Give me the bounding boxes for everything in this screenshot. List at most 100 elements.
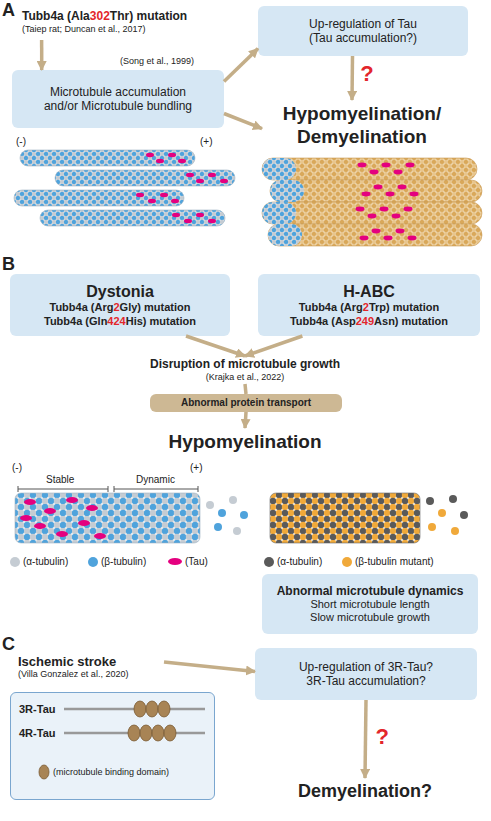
connector-arrow [224, 114, 262, 129]
node-text: (microtubule binding domain) [53, 767, 169, 778]
text-run: His) mutation [126, 315, 196, 327]
transport-box: Abnormal protein transport [150, 394, 342, 412]
text-run: Abnormal protein transport [181, 397, 311, 408]
process-box: Up-regulation of Tau (Tau accumulation?) [258, 6, 468, 56]
legend-swatch [88, 557, 98, 567]
panel-letter: C [2, 634, 15, 656]
mutation-source: Tubb4a (Ala302Thr) mutation(Taiep rat; D… [18, 4, 233, 40]
end-marker: (+) [190, 462, 203, 474]
connector-arrow [186, 336, 245, 356]
text-run: Tubb4a (Asp [290, 315, 356, 327]
outcome-text: Hypomyelination [130, 428, 360, 456]
text-run: Hypomyelination [168, 431, 321, 452]
legend-swatch [10, 557, 20, 567]
node-heading: Demyelination? [298, 781, 432, 803]
legend-entry: (α-tubulin) [264, 556, 322, 567]
text-run: 249 [356, 315, 374, 327]
node-text: (Taiep rat; Duncan et al., 2017) [22, 24, 146, 35]
text-run: 302 [90, 9, 110, 23]
outcome-text: Hypomyelination/ Demyelination [262, 100, 462, 152]
legend-swatch [264, 557, 274, 567]
end-marker: (-) [16, 136, 26, 148]
node-heading: Up-regulation of 3R-Tau? 3R-Tau accumula… [289, 660, 443, 689]
text-run: Asn) mutation [374, 315, 448, 327]
legend-entry: (β-tubulin) [88, 556, 146, 567]
node-heading: Dystonia [86, 282, 154, 301]
node-heading: Hypomyelination [168, 431, 321, 454]
legend-text: (β-tubulin mutant) [355, 556, 434, 567]
text-run: 2 [113, 301, 119, 313]
legend-text: (β-tubulin) [101, 556, 146, 567]
legend-text: (Tau) [185, 556, 208, 567]
dynamics-box: Abnormal microtubule dynamicsShort micro… [262, 574, 478, 634]
process-box: Microtubule accumulation and/or Microtub… [12, 70, 224, 128]
panel-letter: A [2, 0, 15, 22]
text-run: Slow microtubule growth [310, 611, 430, 623]
microtubule-group [14, 150, 235, 226]
connector-arrow [245, 336, 302, 356]
text-run: Tubb4a (Gln [44, 315, 107, 327]
legend-swatch [342, 557, 352, 567]
connector-arrow [224, 49, 258, 82]
citation: (Song et al., 1999) [120, 56, 194, 67]
text-run: 2 [363, 301, 369, 313]
legend-text: (α-tubulin) [23, 556, 68, 567]
panel-letter: B [2, 254, 15, 276]
text-run: Tubb4a (Arg [50, 301, 114, 313]
text-run: Up-regulation of Tau (Tau accumulation?) [309, 17, 417, 45]
text-run: (Taiep rat; Duncan et al., 2017) [22, 24, 146, 34]
text-run: 4R-Tau [19, 727, 55, 739]
node-heading: Tubb4a (Ala302Thr) mutation [22, 9, 187, 23]
region-label: Stable [46, 474, 74, 486]
microtubule-bundle [262, 158, 482, 246]
legend-entry: (Tau) [168, 556, 208, 567]
node-heading: Abnormal microtubule dynamics [277, 584, 464, 598]
text-run: Short microtubule length [310, 598, 429, 610]
text-run: (Krajka et al., 2022) [206, 372, 285, 382]
connector-arrow [40, 40, 44, 70]
tau-isoform-box: 3R-Tau 4R-Tau (microtubule binding domain) [10, 692, 215, 800]
text-run: 424 [107, 315, 125, 327]
node-heading: Abnormal protein transport [181, 397, 311, 409]
text-run: Ischemic stroke [18, 654, 116, 669]
text-run: Disruption of microtubule growth [150, 357, 340, 371]
connector-arrow [245, 412, 246, 428]
node-text: Tubb4a (Gln424His) mutation [44, 315, 196, 328]
text-run: 3R-Tau [19, 703, 55, 715]
node-text: (Krajka et al., 2022) [206, 372, 285, 383]
text-run: (microtubule binding domain) [53, 767, 169, 777]
outcome-text: Demyelination? [280, 778, 450, 806]
disease-box: H-ABCTubb4a (Arg2Trp) mutationTubb4a (As… [258, 274, 480, 336]
node-heading: 3R-Tau [19, 703, 55, 716]
disease-box: DystoniaTubb4a (Arg2Gly) mutationTubb4a … [10, 274, 230, 336]
node-text: (Villa Gonzalez et al., 2020) [18, 669, 128, 680]
process-box: Up-regulation of 3R-Tau? 3R-Tau accumula… [255, 648, 477, 700]
legend-swatch [168, 558, 182, 565]
text-run: Demyelination? [298, 781, 432, 801]
node-text: Tubb4a (Arg2Gly) mutation [50, 301, 191, 314]
node-heading: Ischemic stroke [18, 654, 116, 670]
node-text: Slow microtubule growth [310, 611, 430, 624]
text-run: Hypomyelination/ Demyelination [283, 103, 441, 147]
end-marker: (-) [12, 462, 22, 474]
connector-arrow [245, 384, 246, 394]
legend-text: (α-tubulin) [277, 556, 322, 567]
microtubule-normal [15, 486, 248, 543]
text-run: Abnormal microtubule dynamics [277, 584, 464, 598]
node-heading: H-ABC [343, 282, 395, 301]
connector-arrow [365, 700, 366, 778]
tau-isoform-sketch [39, 701, 205, 779]
end-marker: (+) [200, 136, 213, 148]
node-text: Tubb4a (Asp249Asn) mutation [290, 315, 448, 328]
connector-arrow [164, 662, 255, 672]
node-heading: Hypomyelination/ Demyelination [266, 103, 458, 149]
text-run: Thr) mutation [110, 9, 187, 23]
text-run: Trp) mutation [369, 301, 439, 313]
node-heading: Microtubule accumulation and/or Microtub… [34, 85, 202, 114]
cause-text: Ischemic stroke(Villa Gonzalez et al., 2… [14, 650, 164, 684]
text-run: Microtubule accumulation and/or Microtub… [44, 85, 192, 113]
legend-entry: (α-tubulin) [10, 556, 68, 567]
text-run: Up-regulation of 3R-Tau? 3R-Tau accumula… [299, 660, 433, 688]
